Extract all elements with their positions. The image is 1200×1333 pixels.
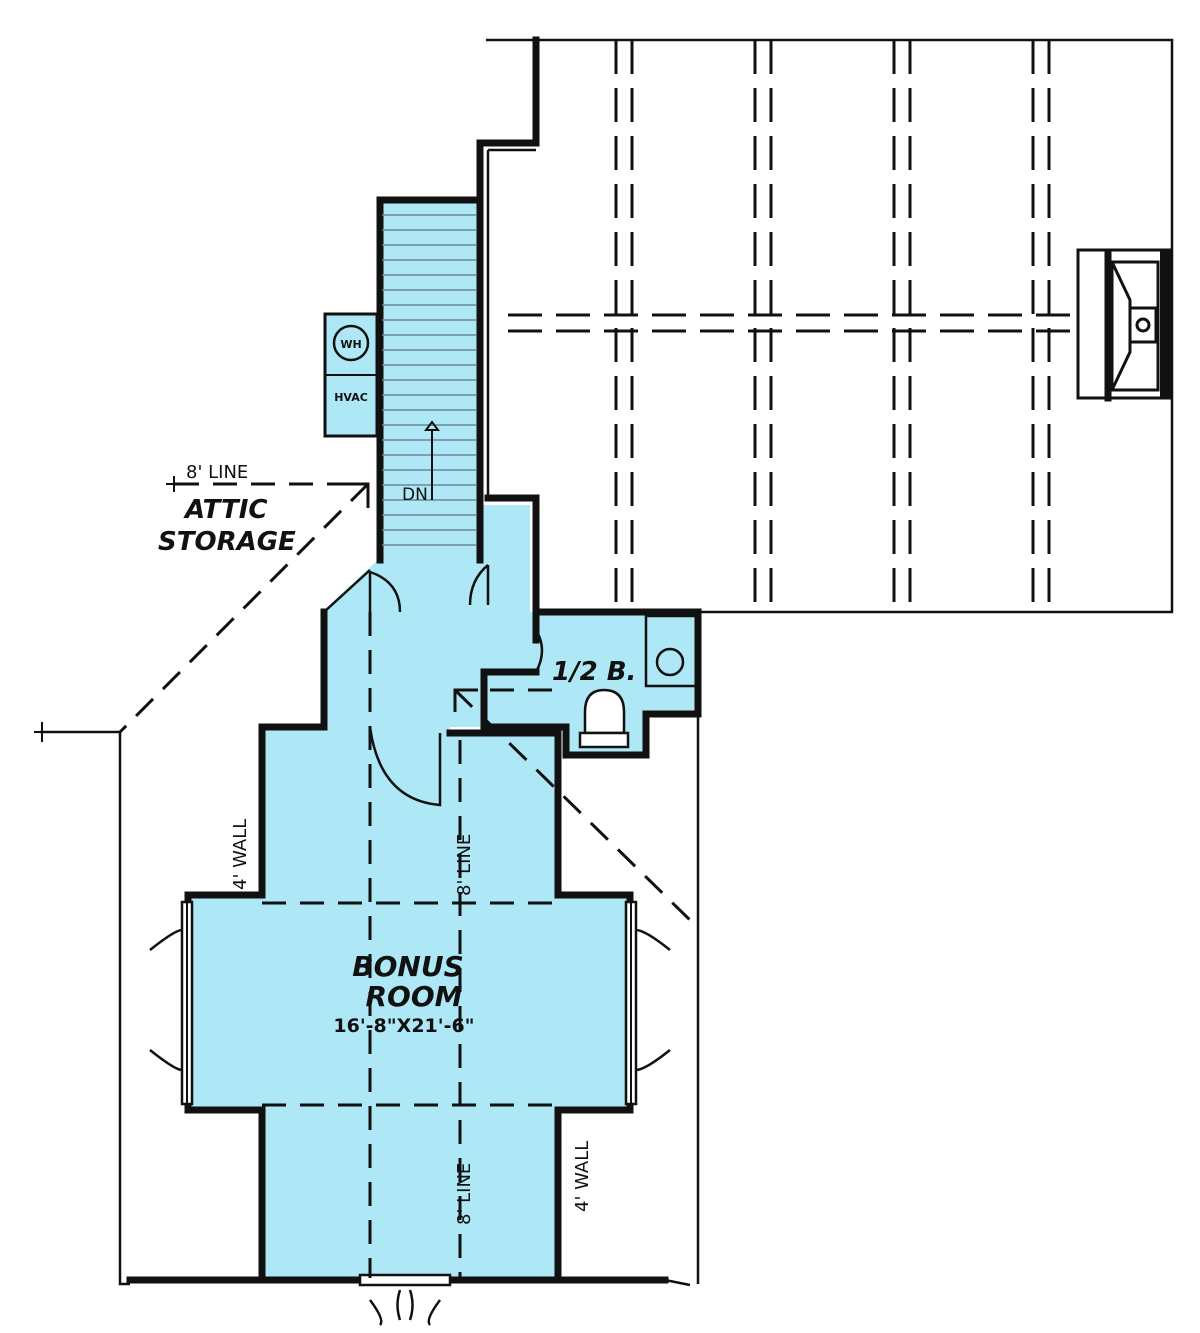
doors — [368, 564, 544, 807]
fireplace — [1076, 248, 1172, 402]
eight-line-lower-label: 8' LINE — [454, 1163, 475, 1225]
room-fills — [188, 200, 698, 1278]
garage-outline — [486, 38, 1174, 614]
half-bath-label: 1/2 B. — [552, 657, 636, 687]
eight-line-upper-label: 8' LINE — [454, 834, 475, 896]
bonus-room-dimensions: 16'-8"X21'-6" — [333, 1015, 474, 1037]
garage-truss-area — [486, 38, 1174, 614]
hvac-label: HVAC — [334, 391, 368, 404]
walls — [40, 36, 702, 1287]
truss-lines — [508, 40, 1080, 612]
attic-label-line1: ATTIC — [183, 495, 267, 525]
water-heater-label: WH — [340, 338, 361, 351]
ceiling-lines — [118, 482, 692, 1278]
bonus-room-name-line1: BONUS — [352, 950, 463, 983]
mechanical-closet: WH HVAC — [323, 312, 379, 438]
four-wall-right-label: 4' WALL — [572, 1141, 593, 1212]
windows — [149, 900, 671, 1326]
arrows — [34, 476, 478, 742]
toilet-icon — [583, 688, 626, 735]
sink-icon — [655, 647, 685, 677]
labels: 8' LINE ATTIC STORAGE DN 1/2 B. 4' WALL … — [158, 462, 636, 1225]
half-bath-fixtures — [578, 614, 698, 749]
door-swing-bath — [534, 629, 544, 673]
door-swing-bonus — [368, 726, 442, 807]
door-swing-left — [368, 570, 402, 613]
attic-label-line2: STORAGE — [158, 527, 296, 557]
water-heater-icon — [332, 324, 370, 362]
attic-boundary — [40, 730, 130, 1286]
stair-direction-label: DN — [402, 485, 428, 505]
bonus-room-name-line2: ROOM — [365, 980, 462, 1013]
stairs — [382, 214, 476, 546]
four-wall-left-label: 4' WALL — [230, 819, 251, 890]
door-swing-right — [468, 564, 490, 606]
eight-line-top-label: 8' LINE — [186, 462, 248, 483]
bonus-room-fill — [188, 727, 630, 1278]
hall-fill — [322, 200, 536, 727]
garage-left-wall — [476, 36, 540, 564]
